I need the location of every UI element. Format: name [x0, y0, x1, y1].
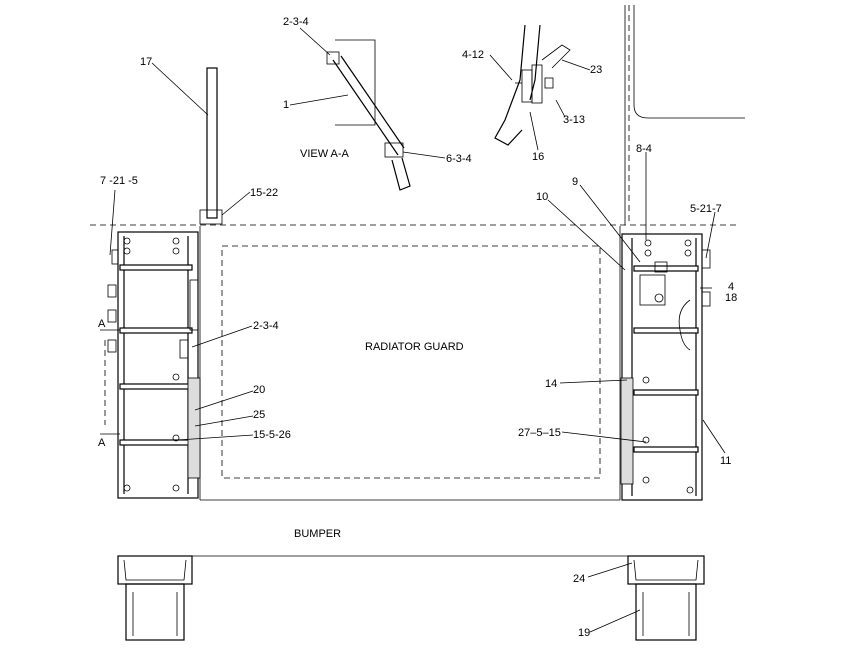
- leader-lines: [109, 27, 726, 633]
- view-a-a-detail: [326, 39, 411, 191]
- callout-7-21-5: 7 -21 -5: [100, 175, 138, 187]
- callout-23: 23: [590, 64, 602, 76]
- cab-outline: [624, 5, 745, 225]
- section-a-bottom: A: [98, 437, 106, 449]
- callout-25: 25: [253, 409, 265, 421]
- callout-24: 24: [573, 573, 585, 585]
- bumper: [117, 555, 705, 641]
- callout-4-12: 4-12: [462, 49, 484, 61]
- left-ladder: [107, 67, 223, 499]
- callout-2-3-4-top: 2-3-4: [283, 16, 309, 28]
- section-markers: [100, 329, 120, 435]
- bracket-detail: [494, 24, 571, 146]
- callout-1: 1: [283, 99, 289, 111]
- callout-10: 10: [536, 191, 548, 203]
- callout-2-3-4-mid: 2-3-4: [253, 320, 279, 332]
- callout-18: 18: [725, 292, 737, 304]
- radiator-guard-label: RADIATOR GUARD: [365, 341, 464, 353]
- callout-6-3-4: 6-3-4: [446, 153, 472, 165]
- callout-9: 9: [572, 176, 578, 188]
- right-ladder: [620, 233, 711, 501]
- callout-17: 17: [140, 56, 152, 68]
- callout-20: 20: [253, 384, 265, 396]
- bumper-label: BUMPER: [294, 528, 341, 540]
- radiator-guard: [199, 226, 621, 501]
- callout-15-5-26: 15-5-26: [253, 429, 291, 441]
- callout-15-22: 15-22: [250, 187, 278, 199]
- callout-16: 16: [532, 151, 544, 163]
- section-a-top: A: [98, 318, 106, 330]
- callout-5-21-7: 5-21-7: [690, 203, 722, 215]
- callout-4: 4: [728, 281, 734, 293]
- callout-27-5-15: 27–5–15: [518, 427, 561, 439]
- callout-19: 19: [578, 627, 590, 639]
- callout-11: 11: [720, 455, 731, 467]
- callout-14: 14: [545, 378, 557, 390]
- callout-8-4: 8-4: [636, 143, 652, 155]
- view-a-a-title: VIEW A-A: [300, 148, 350, 160]
- callout-3-13: 3-13: [563, 114, 585, 126]
